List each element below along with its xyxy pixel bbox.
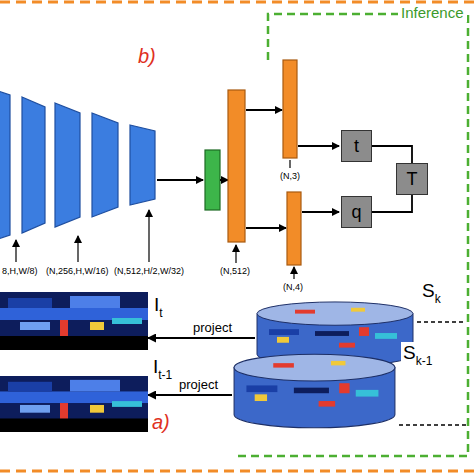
- encoder-layer: [0, 90, 10, 240]
- symbol-main: I: [153, 356, 158, 377]
- range-image: It-1: [0, 376, 148, 432]
- symbol-label: It-1: [151, 356, 174, 382]
- flow-arrow: [246, 227, 286, 229]
- encoder-blocks: [0, 90, 155, 240]
- flow-arrow: [220, 179, 228, 181]
- process-box: q: [341, 196, 372, 228]
- dimension-pointer: [148, 210, 149, 262]
- dimension-pointer: [289, 160, 290, 168]
- range-image: [0, 292, 148, 350]
- range-image: [0, 376, 148, 432]
- connector: [372, 146, 412, 163]
- dimension-pointer: [77, 236, 78, 262]
- dotted-connector: [417, 321, 466, 323]
- box-label: q: [351, 203, 361, 221]
- symbol-subscript: t-1: [158, 368, 172, 382]
- symbol-main: I: [154, 294, 159, 315]
- dimension-pointer: [15, 240, 16, 262]
- point-cloud-scan: Sk-1: [232, 352, 397, 430]
- dimension-label: (N,4): [283, 282, 303, 293]
- symbol-subscript: k: [435, 292, 441, 306]
- box-label: t: [354, 137, 359, 155]
- dotted-connector: [399, 424, 466, 426]
- panel-letter: b): [138, 44, 156, 68]
- symbol-subscript: k-1: [416, 354, 433, 368]
- symbol-label: It: [152, 294, 165, 320]
- orange-dashed-border: [0, 470, 474, 473]
- flow-arrow: [246, 109, 282, 111]
- fc-layer: [287, 192, 301, 265]
- dimension-label: (N,3): [280, 171, 300, 182]
- connector: [148, 394, 232, 396]
- range-image: It: [0, 292, 148, 350]
- dimension-label: (N,512): [220, 266, 250, 277]
- box-label: T: [407, 170, 418, 188]
- flow-arrow: [302, 211, 339, 213]
- connector: [148, 337, 255, 339]
- encoder-layer: [55, 103, 80, 227]
- process-box: T: [396, 163, 428, 195]
- process-box: t: [341, 130, 372, 162]
- dimension-label: 8,H,W/8): [2, 266, 38, 277]
- dimension-label: (N,512,H/2,W/32): [114, 266, 184, 277]
- symbol-subscript: t: [159, 306, 162, 320]
- flow-arrow: [298, 145, 339, 147]
- feature-block: [205, 150, 220, 210]
- edge-label: project: [177, 378, 220, 393]
- dimension-pointer: [293, 267, 294, 279]
- encoder-layer: [92, 113, 118, 217]
- symbol-main: S: [422, 280, 435, 301]
- dimension-pointer: [235, 245, 236, 263]
- symbol-label: Sk-1: [401, 342, 434, 368]
- fc-layer: [228, 90, 245, 242]
- encoder-layer: [22, 97, 45, 233]
- symbol-main: S: [403, 342, 416, 363]
- encoder-layer: [130, 125, 155, 205]
- region-title: Inference: [398, 4, 467, 22]
- connector: [372, 195, 412, 212]
- fc-layer: [283, 60, 297, 158]
- point-cloud-cylinder: [232, 352, 397, 430]
- symbol-label: Sk: [420, 280, 443, 306]
- flow-arrow: [157, 179, 203, 181]
- panel-letter: a): [152, 410, 170, 434]
- edge-label: project: [191, 321, 234, 336]
- dimension-label: (N,256,H,W/16): [46, 266, 109, 277]
